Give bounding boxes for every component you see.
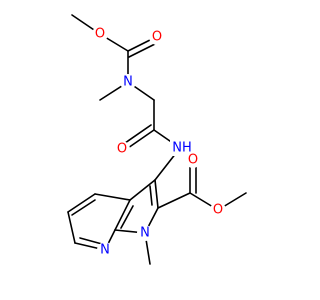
bond-c5-c6 bbox=[67, 211, 76, 244]
atom-n-carbamate: N bbox=[123, 75, 133, 90]
bond-amide-double-2 bbox=[124, 124, 152, 144]
bond-c2-ester-carbon bbox=[157, 192, 191, 209]
bond-carbonyl-double-2 bbox=[128, 43, 156, 58]
bond-c3a-c4 bbox=[94, 193, 131, 201]
bond-c3-c2 bbox=[154, 179, 159, 209]
atom-o-carbamate-carbonyl: O bbox=[152, 30, 162, 45]
atom-o-methoxy: O bbox=[95, 27, 105, 42]
bond-amide-double-1 bbox=[127, 129, 155, 149]
bond-c7a-c3a-inner bbox=[120, 205, 134, 229]
bond-c3-c3a bbox=[129, 179, 156, 201]
bonds bbox=[67, 14, 247, 265]
atom-n-pyridine: N bbox=[100, 243, 110, 258]
bond-c6-n7-inner bbox=[79, 237, 103, 245]
atom-o-amide: O bbox=[117, 142, 127, 157]
atom-nh-amide: NH bbox=[172, 141, 192, 156]
bond-c4-c5-inner bbox=[71, 199, 96, 216]
atoms: O O N O NH O O N N bbox=[92, 26, 226, 258]
bond-c7a-c3a bbox=[114, 199, 131, 231]
atom-o-ester-carbonyl: O bbox=[188, 153, 198, 168]
bond-c3-c2-inner bbox=[149, 185, 153, 206]
atom-o-ester-methoxy: O bbox=[213, 203, 223, 218]
bond-c4-c5 bbox=[67, 193, 96, 213]
molecule-diagram: O O N O NH O O N N bbox=[67, 14, 247, 265]
atom-n-pyrrole: N bbox=[140, 226, 150, 241]
